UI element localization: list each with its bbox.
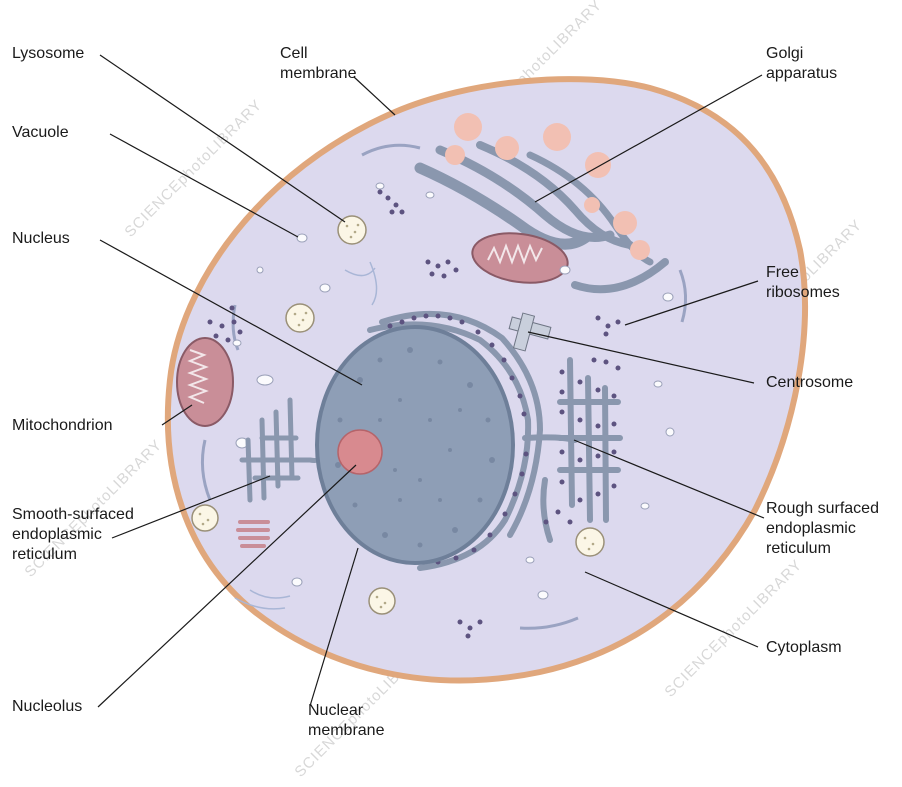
label-centrosome: Centrosome (766, 373, 853, 393)
label-nucleolus: Nucleolus (12, 697, 82, 717)
mitochondrion-left (177, 338, 233, 426)
label-nucleus: Nucleus (12, 229, 70, 249)
label-rough-er: Rough surfaced endoplasmic reticulum (766, 499, 879, 559)
label-free-ribosomes: Free ribosomes (766, 263, 840, 303)
label-lysosome: Lysosome (12, 44, 84, 64)
label-nuclear-membrane: Nuclear membrane (308, 701, 384, 741)
label-cytoplasm: Cytoplasm (766, 638, 842, 658)
label-vacuole: Vacuole (12, 123, 69, 143)
label-smooth-er: Smooth-surfaced endoplasmic reticulum (12, 505, 134, 565)
label-mitochondrion: Mitochondrion (12, 416, 113, 436)
label-golgi-apparatus: Golgi apparatus (766, 44, 837, 84)
nucleolus-shape (338, 430, 382, 474)
label-cell-membrane: Cell membrane (280, 44, 356, 84)
